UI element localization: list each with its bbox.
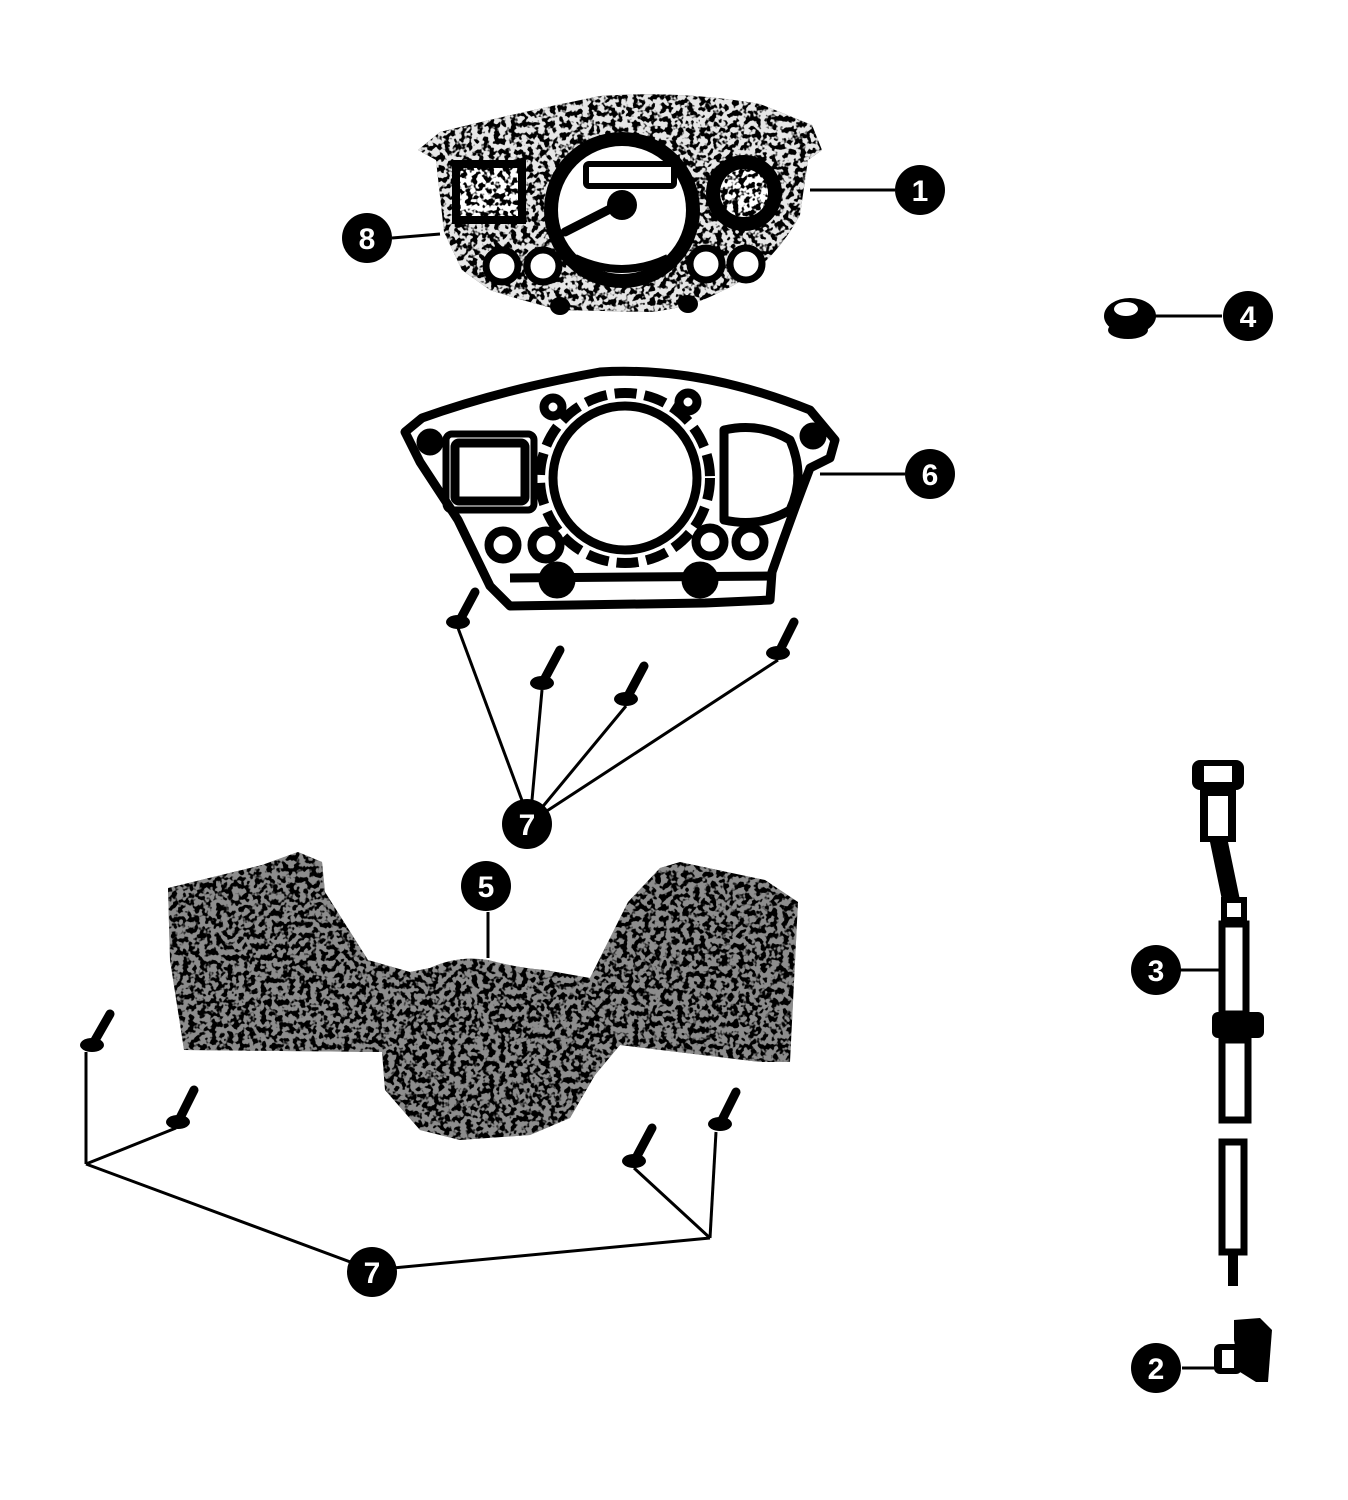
callout-1-label: 1 (912, 175, 929, 208)
leader-8 (391, 232, 441, 240)
screws-upper (446, 587, 799, 824)
callout-7-lower: 7 (347, 1247, 397, 1297)
callout-7-lower-label: 7 (364, 1257, 381, 1290)
callout-3: 3 (1131, 945, 1181, 995)
callout-2: 2 (1131, 1343, 1181, 1393)
leader-lines (391, 188, 1222, 1370)
grommet (1104, 298, 1156, 339)
callout-2-label: 2 (1148, 1353, 1165, 1386)
callout-7-upper-label: 7 (519, 809, 536, 842)
callout-1: 1 (895, 165, 945, 215)
callout-8-label: 8 (359, 223, 376, 256)
speedometer-gear (1214, 1318, 1272, 1382)
callout-5: 5 (461, 861, 511, 911)
screws-lower (80, 1009, 741, 1272)
callout-6-label: 6 (922, 459, 939, 492)
callout-4: 4 (1223, 291, 1273, 341)
callout-7-upper: 7 (502, 799, 552, 849)
callout-3-label: 3 (1148, 955, 1165, 988)
meter-assembly (418, 94, 822, 315)
callout-5-label: 5 (478, 871, 495, 904)
callout-4-label: 4 (1240, 301, 1257, 334)
callout-8: 8 (342, 213, 392, 263)
meter-panel-bracket (400, 366, 840, 611)
speedometer-cable (1192, 760, 1264, 1286)
callout-6: 6 (905, 449, 955, 499)
